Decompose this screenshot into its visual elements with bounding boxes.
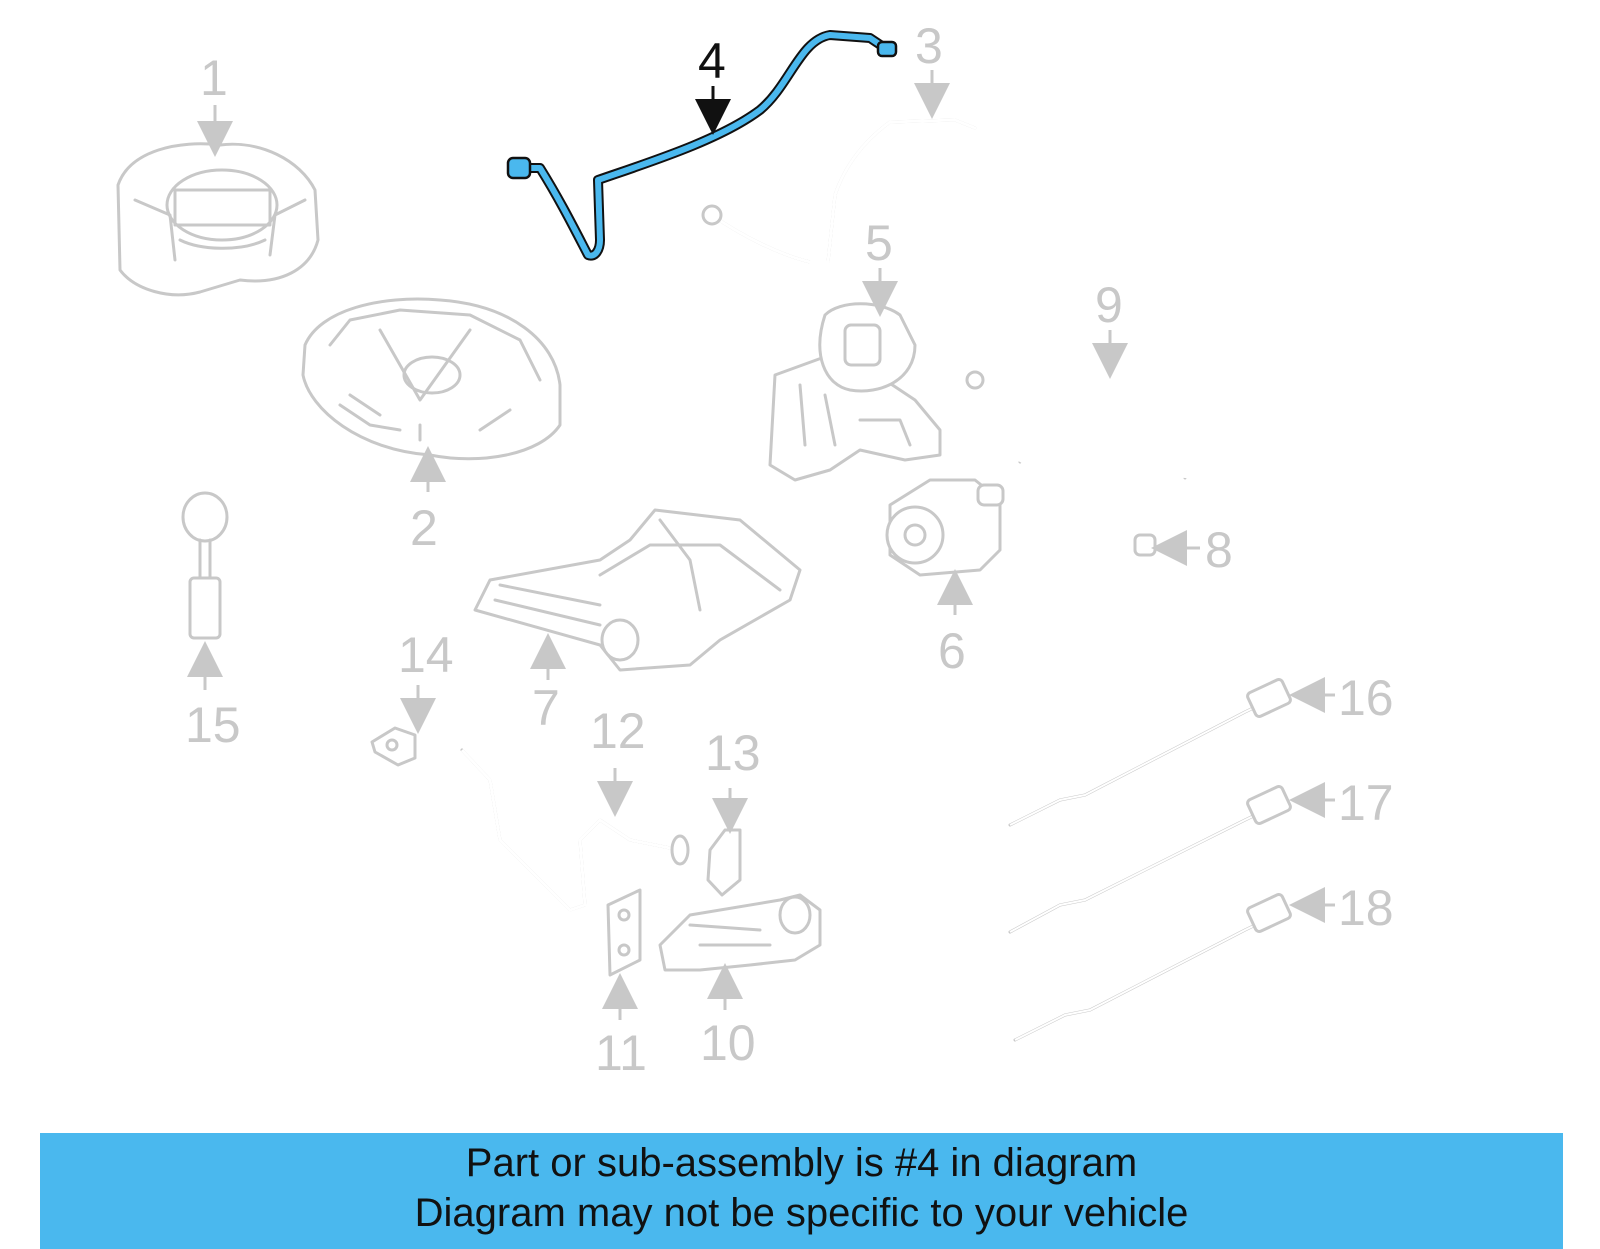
callout-7: 7 xyxy=(532,680,560,736)
part-4-hose xyxy=(506,30,898,261)
callout-4: 4 xyxy=(698,33,726,89)
part-15 xyxy=(181,491,229,640)
part-2 xyxy=(301,297,562,461)
part-10 xyxy=(658,893,822,972)
part-18 xyxy=(1013,893,1292,1042)
part-13 xyxy=(706,828,742,897)
part-6 xyxy=(885,478,1005,577)
callout-12: 12 xyxy=(590,703,646,759)
part-8 xyxy=(1016,442,1157,557)
callout-2: 2 xyxy=(410,500,438,556)
callout-9: 9 xyxy=(1095,277,1123,333)
callout-1: 1 xyxy=(200,50,228,106)
part-1 xyxy=(116,142,320,297)
callout-14: 14 xyxy=(398,627,454,683)
info-banner: Part or sub-assembly is #4 in diagram Di… xyxy=(40,1133,1563,1249)
callout-15: 15 xyxy=(185,697,241,753)
callout-16: 16 xyxy=(1338,670,1394,726)
callout-17: 17 xyxy=(1338,775,1394,831)
part-16 xyxy=(1008,678,1292,827)
part-14 xyxy=(370,726,417,767)
banner-line-disclaimer: Diagram may not be specific to your vehi… xyxy=(414,1191,1189,1235)
callout-5: 5 xyxy=(865,215,893,271)
callout-3: 3 xyxy=(915,18,943,74)
callout-11: 11 xyxy=(595,1025,647,1081)
part-5 xyxy=(768,302,942,482)
part-12 xyxy=(460,748,690,912)
callout-6: 6 xyxy=(938,623,966,679)
callout-10: 10 xyxy=(700,1015,756,1071)
banner-line-part-number: Part or sub-assembly is #4 in diagram xyxy=(465,1141,1138,1185)
part-11 xyxy=(606,888,642,977)
callout-13: 13 xyxy=(705,725,761,781)
callout-8: 8 xyxy=(1205,522,1233,578)
part-3 xyxy=(701,118,977,264)
callout-18: 18 xyxy=(1338,880,1394,936)
part-7 xyxy=(473,508,802,672)
part-9 xyxy=(965,370,1194,480)
part-17 xyxy=(1008,785,1292,934)
